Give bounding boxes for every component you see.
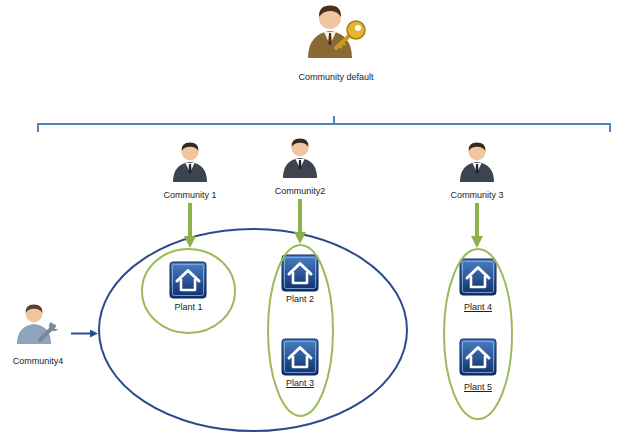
key-bits <box>339 42 345 48</box>
plant-box: Plant 4 <box>454 258 502 313</box>
group-ellipse: Plant 1 <box>141 248 236 334</box>
wrench-head <box>49 322 58 331</box>
key-hole <box>355 25 361 31</box>
ellipse-outline <box>98 228 408 432</box>
role-label: Community 1 <box>150 190 230 201</box>
plant-icon <box>170 262 206 298</box>
ellipse-outline <box>443 248 513 420</box>
plant-label: Plant 4 <box>454 302 502 313</box>
admin-suit <box>308 31 352 58</box>
role-box: Community default <box>271 0 401 83</box>
plant-icon <box>460 259 496 295</box>
admin-hair <box>319 6 341 18</box>
plant-label: Plant 2 <box>276 294 324 305</box>
scope-ellipse: Plant 1 Plant 2 Plant 3 <box>98 228 408 432</box>
key-bow <box>347 21 365 39</box>
ellipse-outline <box>141 248 236 334</box>
role-box: Community2 <box>260 136 340 197</box>
technician-icon <box>17 305 58 345</box>
technician-head <box>26 306 43 323</box>
group-ellipse: Plant 2 Plant 3 <box>267 244 334 417</box>
assignment-arrow <box>298 199 302 232</box>
plant-box: Plant 2 <box>276 254 324 305</box>
admin-tie <box>328 33 332 46</box>
assignment-arrow <box>71 333 90 335</box>
ellipse-stroke <box>99 229 407 431</box>
ellipse-stroke <box>142 249 235 333</box>
user-icon <box>460 143 494 183</box>
ellipse-stroke <box>268 245 333 416</box>
ellipse-outline <box>267 244 334 417</box>
role-label: Community4 <box>5 356 71 367</box>
plant-label: Plant 1 <box>141 302 236 313</box>
user-icon <box>283 139 317 179</box>
group-ellipse: Plant 4 Plant 5 <box>443 248 513 420</box>
plant-icon <box>460 339 496 375</box>
role-label: Community 3 <box>437 190 517 201</box>
assignment-arrow <box>475 203 479 236</box>
role-label: Community2 <box>260 186 340 197</box>
role-box: Community 1 <box>150 138 230 201</box>
admin-shirt <box>324 32 336 45</box>
key-shaft <box>336 35 350 48</box>
plant-label: Plant 3 <box>276 378 324 389</box>
hierarchy-bracket <box>38 116 610 132</box>
ellipse-stroke <box>444 249 512 419</box>
plant-icon <box>282 339 318 375</box>
role-box: Community 3 <box>437 138 517 201</box>
plant-label: Plant 5 <box>454 382 502 393</box>
plant-box: Plant 5 <box>454 338 502 393</box>
assignment-arrow <box>188 203 192 236</box>
admin-icon <box>308 6 365 59</box>
technician-hair <box>25 305 42 314</box>
plant-box: Plant 3 <box>276 338 324 389</box>
user-icon <box>173 143 207 183</box>
role-label: Community default <box>271 72 401 83</box>
role-box: Community4 <box>5 300 71 367</box>
plant-icon <box>282 255 318 291</box>
